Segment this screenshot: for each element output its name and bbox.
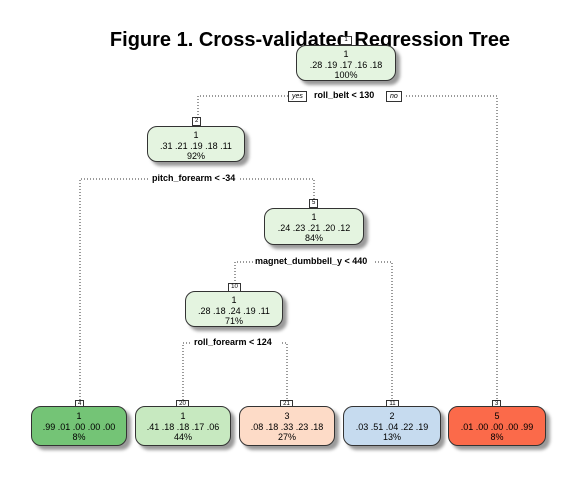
node-probs: .28 .18 .24 .19 .11 xyxy=(198,305,270,316)
node-probs: .99 .01 .00 .00 .00 xyxy=(42,421,116,432)
node-class: 1 xyxy=(231,295,237,305)
node-class: 1 xyxy=(193,130,199,140)
node-pct: 71% xyxy=(224,316,243,326)
split-label-node-2: pitch_forearm < -34 xyxy=(150,173,238,184)
node-pct: 84% xyxy=(304,233,323,243)
node-probs: .41 .18 .18 .17 .06 xyxy=(146,421,220,432)
edge-n5-right xyxy=(375,261,393,400)
node-class: 5 xyxy=(494,411,500,421)
node-pct: 13% xyxy=(382,432,401,442)
node-pct: 92% xyxy=(186,151,205,161)
tree-node-root: 1 .28 .19 .17 .16 .18 100% xyxy=(296,45,396,81)
node-probs: .01 .00 .00 .00 .99 xyxy=(460,421,534,432)
figure-title: Figure 1. Cross-validated Regression Tre… xyxy=(109,29,511,51)
node-class: 1 xyxy=(180,411,186,421)
split-label-root: roll_belt < 130 xyxy=(312,90,377,101)
node-probs: .08 .18 .33 .23 .18 xyxy=(250,421,324,432)
tree-leaf-11: 2 .03 .51 .04 .22 .19 13% xyxy=(343,406,441,446)
tree-node-5: 1 .24 .23 .21 .20 .12 84% xyxy=(264,208,364,245)
node-number: 5 xyxy=(309,199,318,208)
node-probs: .03 .51 .04 .22 .19 xyxy=(355,421,429,432)
tree-leaf-3: 5 .01 .00 .00 .00 .99 8% xyxy=(448,406,546,446)
node-pct: 8% xyxy=(490,432,504,442)
split-label-node-5: magnet_dumbbell_y < 440 xyxy=(253,256,370,267)
edge-root-right xyxy=(406,95,498,400)
split-label-node-10: roll_forearm < 124 xyxy=(192,337,274,348)
node-probs: .28 .19 .17 .16 .18 xyxy=(309,59,383,70)
node-pct: 100% xyxy=(334,70,358,80)
node-pct: 27% xyxy=(277,432,296,442)
node-class: 1 xyxy=(311,212,317,222)
tree-leaf-21: 3 .08 .18 .33 .23 .18 27% xyxy=(239,406,335,446)
node-pct: 44% xyxy=(173,432,192,442)
node-number: 1 xyxy=(340,36,352,45)
edge-n2-right xyxy=(240,178,315,199)
node-number: 2 xyxy=(192,117,201,126)
edge-n2-left xyxy=(79,178,151,400)
tree-leaf-4: 1 .99 .01 .00 .00 .00 8% xyxy=(31,406,127,446)
tree-leaf-20: 1 .41 .18 .18 .17 .06 44% xyxy=(135,406,231,446)
node-class: 2 xyxy=(389,411,395,421)
branch-yes-label: yes xyxy=(288,91,307,102)
node-pct: 8% xyxy=(72,432,86,442)
edge-n10-right xyxy=(282,342,288,400)
node-class: 3 xyxy=(284,411,290,421)
branch-no-label: no xyxy=(386,91,402,102)
tree-node-2: 1 .31 .21 .19 .18 .11 92% xyxy=(147,126,245,162)
edge-root-left xyxy=(197,95,288,116)
node-class: 1 xyxy=(343,49,349,59)
node-probs: .24 .23 .21 .20 .12 xyxy=(277,222,351,233)
edge-n10-left xyxy=(182,342,193,400)
node-class: 1 xyxy=(76,411,82,421)
edge-n5-left xyxy=(234,261,253,286)
tree-node-10: 1 .28 .18 .24 .19 .11 71% xyxy=(185,291,283,327)
node-probs: .31 .21 .19 .18 .11 xyxy=(160,140,232,151)
